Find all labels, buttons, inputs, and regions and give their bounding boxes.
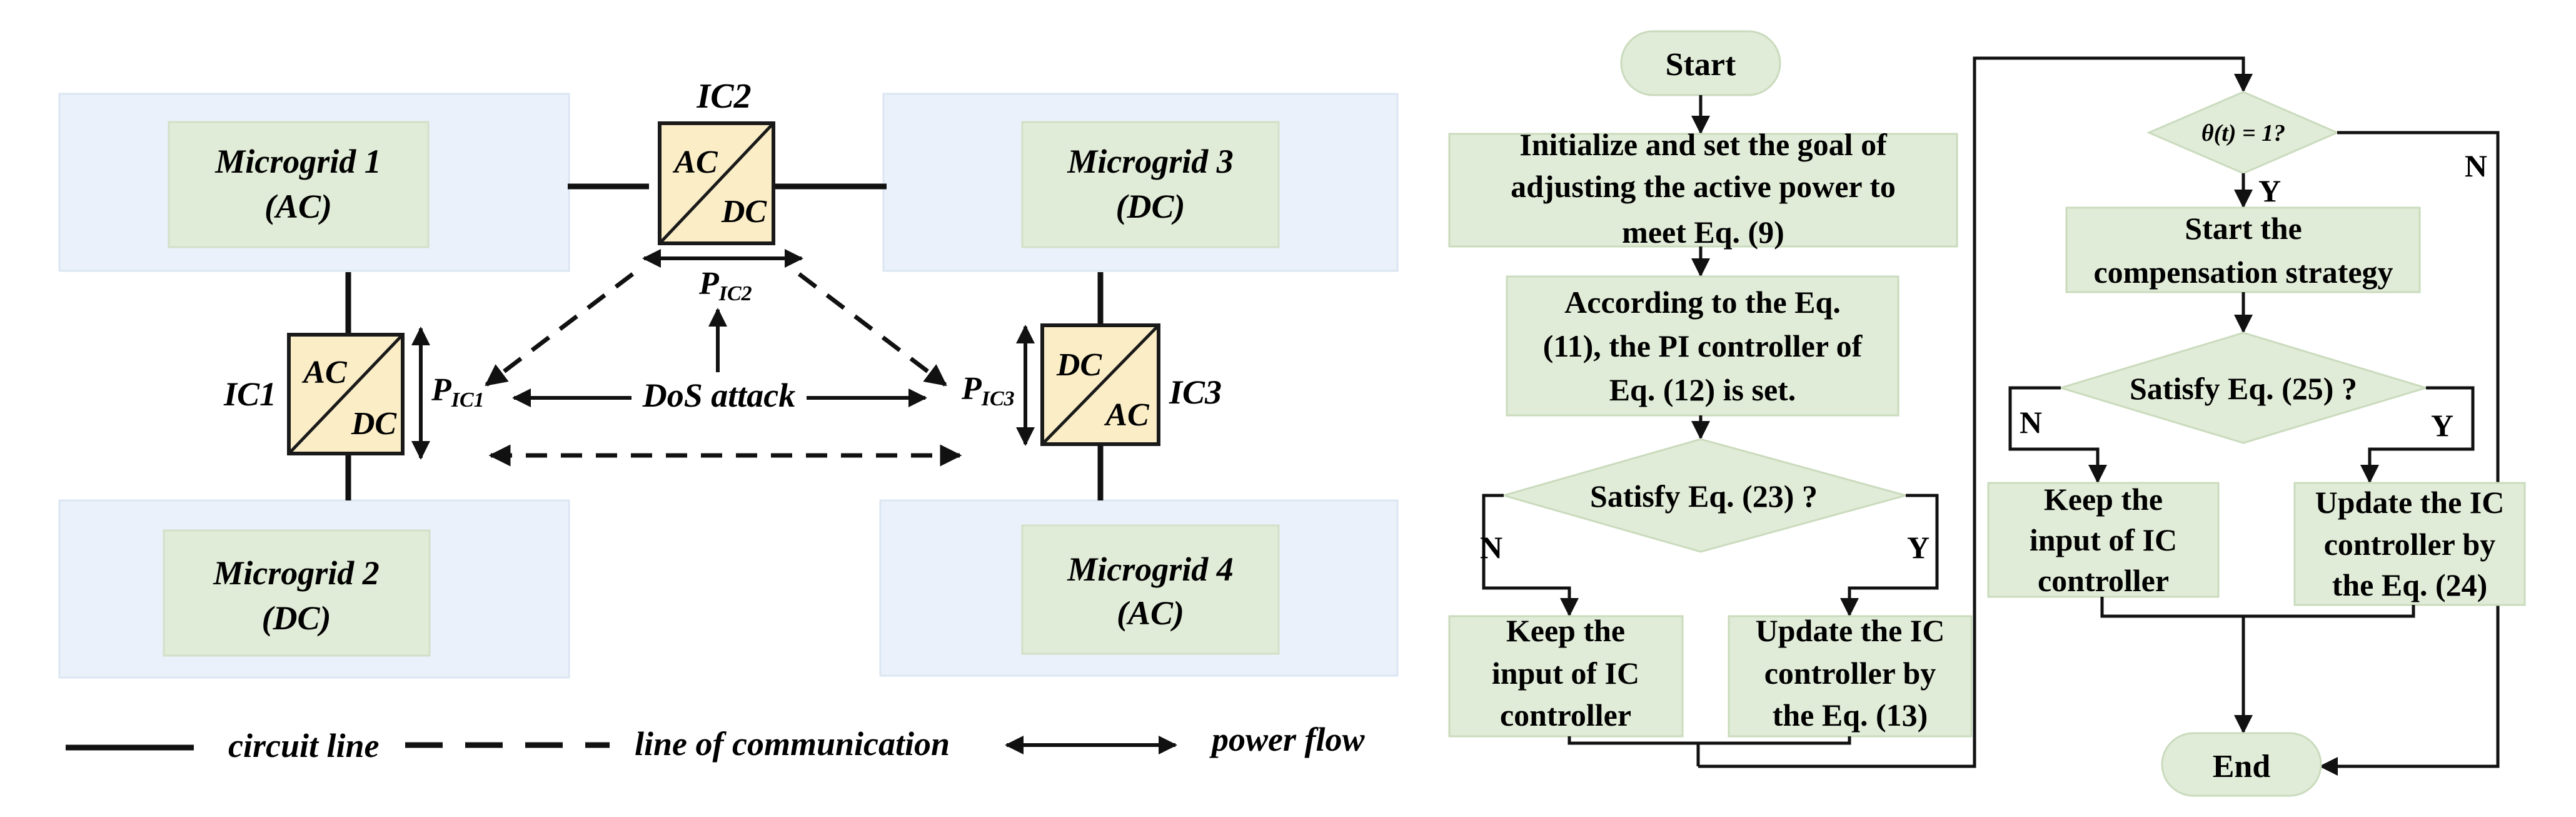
decision-2-yes-label: Y	[2431, 408, 2453, 443]
ic1-output-type: DC	[351, 406, 398, 442]
comm-line-ic2-ic1	[485, 272, 635, 387]
ic3-label: IC3	[1169, 373, 1222, 411]
init-text-line-3: meet Eq. (9)	[1622, 215, 1784, 250]
compensation-line-2: compensation strategy	[2093, 255, 2393, 290]
arrow-decision1-yes	[1840, 494, 1939, 617]
converter-ic2: IC2 AC DC	[658, 77, 775, 245]
keep-2-line-2: input of IC	[2030, 522, 2177, 557]
update-controller-box-1: Update the IC controller by the Eq. (13)	[1728, 613, 1973, 738]
microgrid-1-name: Microgrid 1	[214, 143, 381, 180]
legend: circuit line line of communication power…	[66, 721, 1365, 764]
converter-ic1: IC1 AC DC	[223, 333, 405, 455]
keep-input-box-1: Keep the input of IC controller	[1448, 613, 1684, 738]
keep-1-line-1: Keep the	[1506, 613, 1625, 648]
microgrid-4-type: (AC)	[1117, 594, 1184, 632]
update-1-line-2: controller by	[1764, 656, 1936, 691]
microgrid-4-box: Microgrid 4 (AC)	[1021, 524, 1280, 655]
update-1-line-3: the Eq. (13)	[1773, 698, 1928, 733]
update-2-line-1: Update the IC	[2315, 485, 2505, 520]
compensation-box: Start the compensation strategy	[2065, 206, 2421, 293]
legend-communication-text: line of communication	[635, 725, 950, 763]
arrow-decision2-yes	[2360, 386, 2475, 484]
merge-update-1	[1698, 736, 1851, 745]
ic1-label: IC1	[223, 375, 276, 413]
merge-keep-2	[2100, 597, 2243, 618]
microgrid-1-box: Microgrid 1 (AC)	[168, 121, 430, 248]
decision-1-no-label: N	[1480, 530, 1502, 565]
keep-2-line-3: controller	[2038, 563, 2169, 598]
update-2-line-2: controller by	[2324, 527, 2496, 562]
p-ic1-label: PIC1	[431, 372, 485, 412]
comm-line-ic2-ic3	[797, 272, 947, 387]
ic3-input-type: DC	[1056, 347, 1103, 383]
start-terminal: Start	[1620, 30, 1781, 96]
flowchart: Start Initialize and set the goal of adj…	[1448, 30, 2526, 797]
microgrid-4-name: Microgrid 4	[1067, 551, 1234, 588]
keep-input-box-2: Keep the input of IC controller	[1987, 482, 2220, 598]
microgrid-3-name: Microgrid 3	[1067, 143, 1234, 180]
merge-keep-1	[1567, 736, 1700, 766]
connector-to-theta	[1698, 56, 2253, 768]
init-text-line-1: Initialize and set the goal of	[1519, 127, 1888, 162]
decision-2-diamond: Satisfy Eq. (25) ?	[2057, 332, 2430, 444]
ic3-output-type: AC	[1104, 397, 1150, 433]
ic2-label: IC2	[696, 77, 751, 116]
p-ic3-label: PIC3	[961, 371, 1015, 410]
ic2-input-type: AC	[672, 145, 718, 180]
decision-1-diamond: Satisfy Eq. (23) ?	[1500, 438, 1909, 553]
ic1-input-type: AC	[301, 355, 348, 390]
theta-no-label: N	[2465, 148, 2487, 183]
decision-2-no-label: N	[2020, 405, 2042, 440]
pi-controller-box: According to the Eq. (11), the PI contro…	[1506, 275, 1899, 417]
microgrid-1-type: (AC)	[264, 188, 332, 225]
keep-1-line-3: controller	[1500, 698, 1631, 733]
p-ic2-label: PIC2	[698, 266, 752, 305]
ic2-output-type: DC	[721, 194, 768, 230]
legend-circuit-line-text: circuit line	[228, 727, 380, 764]
merge-update-2	[2243, 605, 2415, 618]
theta-decision-diamond: θ(t) = 1?	[2146, 91, 2340, 175]
init-process-box: Initialize and set the goal of adjusting…	[1448, 127, 1958, 250]
microgrid-2-type: (DC)	[262, 599, 331, 637]
theta-decision-text: θ(t) = 1?	[2201, 120, 2285, 146]
dos-attack-label: DoS attack	[642, 377, 796, 414]
theta-yes-label: Y	[2258, 173, 2281, 208]
microgrid-3-box: Microgrid 3 (DC)	[1021, 121, 1280, 248]
microgrid-2-name: Microgrid 2	[213, 554, 380, 592]
decision-1-text: Satisfy Eq. (23) ?	[1590, 479, 1818, 514]
end-terminal: End	[2161, 732, 2322, 797]
update-controller-box-2: Update the IC controller by the Eq. (24)	[2293, 482, 2526, 606]
arrow-decision2-no	[2008, 386, 2107, 484]
decision-2-text: Satisfy Eq. (25) ?	[2130, 371, 2357, 406]
arrow-decision1-no	[1482, 494, 1579, 617]
pi-text-line-1: According to the Eq.	[1564, 285, 1841, 320]
arrow-theta-no-to-end	[2319, 131, 2500, 776]
end-text: End	[2213, 749, 2271, 784]
keep-1-line-2: input of IC	[1492, 656, 1639, 691]
pi-text-line-2: (11), the PI controller of	[1543, 328, 1863, 363]
converter-ic3: DC AC IC3	[1040, 323, 1222, 446]
microgrid-3-type: (DC)	[1116, 188, 1185, 225]
start-text: Start	[1666, 47, 1736, 83]
microgrid-2-box: Microgrid 2 (DC)	[163, 529, 431, 657]
update-2-line-3: the Eq. (24)	[2332, 567, 2488, 602]
update-1-line-1: Update the IC	[1756, 613, 1945, 648]
compensation-line-1: Start the	[2185, 211, 2302, 246]
pi-text-line-3: Eq. (12) is set.	[1609, 372, 1796, 407]
init-text-line-2: adjusting the active power to	[1511, 169, 1896, 204]
legend-power-flow-text: power flow	[1209, 721, 1365, 758]
keep-2-line-1: Keep the	[2044, 482, 2163, 517]
microgrid-network: Microgrid 1 (AC) Microgrid 3 (DC) Microg…	[58, 77, 1399, 679]
decision-1-yes-label: Y	[1907, 530, 1929, 565]
